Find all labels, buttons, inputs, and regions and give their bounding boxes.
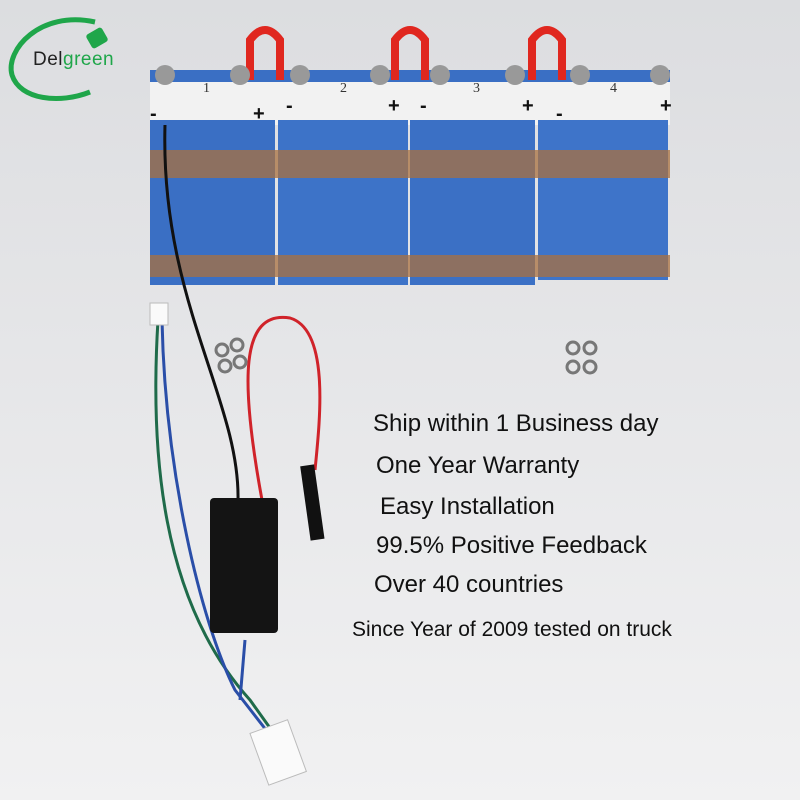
bms-module [210, 498, 278, 633]
feature-countries: Over 40 countries [374, 571, 564, 598]
cell-number: 1 [203, 81, 210, 96]
feature-feedback: 99.5% Positive Feedback [376, 532, 647, 559]
terminal-neg: - [286, 95, 293, 117]
feature-shipping: Ship within 1 Business day [373, 410, 659, 437]
terminal-pos: + [253, 103, 265, 125]
feature-installation: Easy Installation [380, 493, 555, 520]
logo-text-dark: Del [33, 49, 64, 70]
cell-number: 3 [473, 81, 480, 96]
feature-warranty: One Year Warranty [376, 452, 580, 479]
terminal-neg: - [420, 95, 427, 117]
terminal-neg: - [556, 103, 563, 125]
cell-number: 2 [340, 81, 347, 96]
balancer-wiring [154, 124, 322, 736]
brand-logo: Delgreen [33, 49, 114, 71]
terminal-pos: + [522, 95, 534, 117]
feature-since: Since Year of 2009 tested on truck [352, 618, 672, 641]
battery-pack [150, 26, 670, 285]
logo-mark [8, 17, 108, 101]
logo-text-green: green [63, 49, 115, 70]
terminal-pos: + [660, 95, 672, 117]
cell-number: 4 [610, 81, 617, 96]
terminal-neg: - [150, 103, 157, 125]
terminal-pos: + [388, 95, 400, 117]
